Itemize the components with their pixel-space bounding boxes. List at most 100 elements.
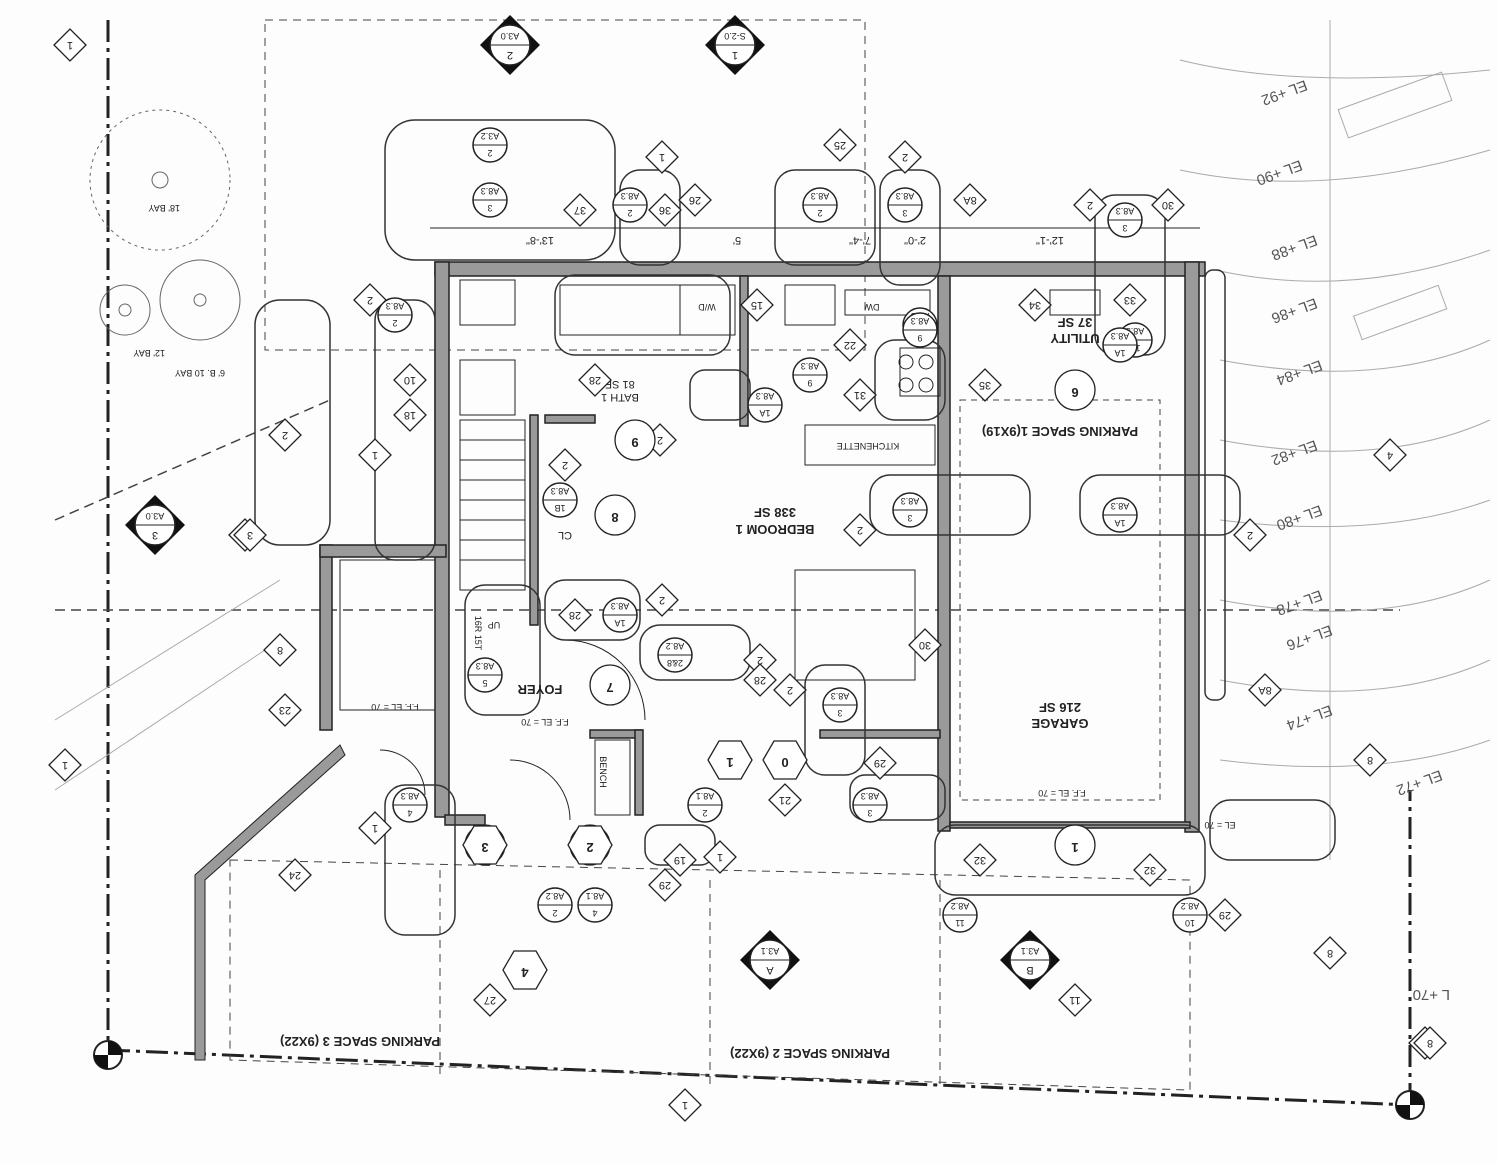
section-marker-icon: A3.1A (740, 930, 800, 990)
svg-text:2: 2 (659, 594, 665, 606)
contour-labels: EL +92 EL +90 EL +88 EL +86 EL +84 EL +8… (1254, 76, 1450, 1003)
svg-text:A8.2: A8.2 (951, 901, 970, 911)
detail-callout-icon: A8.210 (1172, 897, 1208, 933)
dimension-label: 5' (733, 234, 741, 246)
svg-text:A8.3: A8.3 (386, 301, 405, 311)
contour-label: EL +72 (1394, 766, 1444, 798)
detail-callout-icon: A8.31A (1102, 497, 1138, 533)
site-wall (194, 744, 346, 1061)
keynote-diamond-icon: 2 (268, 418, 302, 452)
svg-text:3: 3 (902, 208, 907, 218)
svg-text:23: 23 (279, 704, 291, 716)
keynote-diamond-icon: 2 (888, 140, 922, 174)
svg-text:A3.0: A3.0 (501, 31, 520, 41)
svg-text:A8.3: A8.3 (1111, 501, 1130, 511)
detail-callout-icon: A8.39 (792, 357, 828, 393)
detail-callout-icon: A8.31B (542, 482, 578, 518)
keynote-diamond-icon: 22 (833, 328, 867, 362)
floor-elevation: F.F. EL = 70 (1038, 788, 1085, 798)
detail-callout-icon: A8.32 (612, 187, 648, 223)
svg-text:A8.3: A8.3 (831, 691, 850, 701)
svg-text:10: 10 (404, 374, 416, 386)
svg-text:A8.3: A8.3 (1126, 326, 1145, 336)
tree-label: 12' BAY (133, 348, 165, 358)
svg-text:24: 24 (289, 869, 301, 881)
svg-text:A8.3: A8.3 (611, 601, 630, 611)
tree-label: 6' B. 10 BAY (175, 368, 225, 378)
keynote-diamond-icon: 2 (548, 448, 582, 482)
svg-text:29: 29 (874, 757, 886, 769)
keynote-diamond-icon: 8 (1313, 936, 1347, 970)
svg-text:29: 29 (1219, 909, 1231, 921)
svg-text:8A: 8A (1258, 684, 1272, 696)
svg-text:1B: 1B (554, 503, 565, 513)
svg-text:1: 1 (726, 755, 733, 770)
svg-text:3: 3 (1122, 223, 1127, 233)
dw-label: DW (864, 302, 879, 312)
contour-label: EL +90 (1254, 156, 1304, 188)
wd-label: W/D (698, 302, 716, 312)
keynote-diamond-icon: 28 (578, 363, 612, 397)
svg-text:A8.3: A8.3 (911, 316, 930, 326)
svg-text:2: 2 (627, 208, 632, 218)
section-marker-icon: A3.1B (1000, 930, 1060, 990)
svg-text:28: 28 (754, 674, 766, 686)
detail-callout-icon: A8.211 (942, 897, 978, 933)
detail-callout-icon: A8.12 (687, 787, 723, 823)
closet-label: CL (558, 529, 572, 541)
kitchenette-label: KITCHENETTE (837, 441, 900, 451)
svg-text:8: 8 (611, 510, 618, 525)
room-name: BEDROOM 1 (736, 522, 815, 537)
detail-callout-icon: A8.22&8 (657, 637, 693, 673)
svg-text:29: 29 (659, 879, 671, 891)
detail-callout-icon: A8.32 (377, 297, 413, 333)
property-lines (106, 20, 1412, 1107)
tree-label: 18' BAY (148, 203, 180, 213)
svg-text:32: 32 (974, 854, 986, 866)
contour-label: EL +92 (1259, 76, 1309, 108)
dimension-label: 12'-1" (1036, 234, 1064, 246)
svg-text:1: 1 (1071, 840, 1078, 855)
svg-text:26: 26 (689, 194, 701, 206)
svg-text:1: 1 (67, 39, 73, 51)
door-tag-icon: 8 (594, 494, 636, 536)
contour-label: EL +82 (1269, 436, 1319, 468)
svg-text:3: 3 (867, 808, 872, 818)
keynote-diamond-icon: 4 (1373, 438, 1407, 472)
svg-text:5: 5 (482, 678, 487, 688)
keynote-diamond-icon: 10 (393, 363, 427, 397)
stair-label: 16R 15T (473, 616, 483, 651)
svg-text:A8.3: A8.3 (811, 191, 830, 201)
keynote-diamond-icon: 2 (1073, 188, 1107, 222)
detail-callout-icon: A8.2 2 (537, 887, 573, 923)
svg-text:36: 36 (659, 204, 671, 216)
svg-text:1: 1 (732, 49, 738, 61)
keynote-diamond-icon: 1 (358, 811, 392, 845)
contour-label: EL +78 (1274, 586, 1324, 618)
svg-text:27: 27 (484, 994, 496, 1006)
svg-text:A8.3: A8.3 (896, 191, 915, 201)
svg-text:21: 21 (779, 794, 791, 806)
svg-text:25: 25 (834, 139, 846, 151)
room-name: BATH 1 (601, 391, 639, 403)
keynote-diamond-icon: 33 (1113, 283, 1147, 317)
parking-label: PARKING SPACE 1(9X19) (982, 424, 1138, 439)
svg-text:4: 4 (521, 965, 529, 980)
svg-text:30: 30 (919, 639, 931, 651)
svg-text:A8.3: A8.3 (801, 361, 820, 371)
svg-text:4: 4 (407, 808, 412, 818)
contour-label: EL +80 (1274, 501, 1324, 533)
keynote-diamond-icon: 8A (1248, 673, 1282, 707)
svg-text:A8.1: A8.1 (586, 891, 605, 901)
svg-text:A8.3: A8.3 (756, 391, 775, 401)
svg-text:2: 2 (552, 908, 557, 918)
door-tag-icon: 6 (1054, 369, 1096, 411)
annotation-markers: A3.22A8.32A8.32A8.33A8.33A8.31AA8.31AA8.… (48, 15, 1447, 1122)
contour-label: L +70 (1413, 986, 1450, 1003)
svg-text:2: 2 (1247, 529, 1253, 541)
svg-text:2: 2 (657, 434, 663, 446)
keynote-diamond-icon: 2 (843, 513, 877, 547)
dimension-label: 13'-8" (526, 234, 554, 246)
svg-text:A8.2: A8.2 (546, 891, 565, 901)
keynote-diamond-icon: 28 (743, 663, 777, 697)
